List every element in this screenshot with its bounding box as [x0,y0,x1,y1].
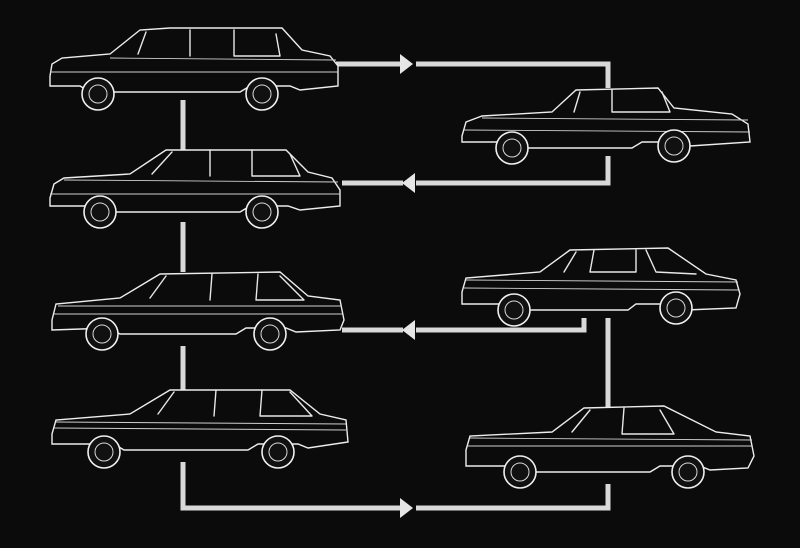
arrow-left-icon [402,320,415,340]
connector-sedan4-coupe3 [180,462,611,511]
car-sedan-wedge [51,271,345,351]
connector-coupe1-sedan2 [342,156,611,186]
car-coupe-sec [465,405,755,489]
arrow-left-icon [402,173,415,193]
car-sedan-classic [49,149,341,229]
connectors [180,54,611,518]
car-coupe-fintail [461,87,751,165]
car-coupe-slc [461,247,741,327]
car-sedan-modern [51,389,349,469]
car-sedan-fintail [49,27,339,111]
connector-sedan1-coupe1 [336,61,611,88]
arrow-right-icon [400,54,413,74]
connector-coupe2-sedan3 [342,318,587,333]
arrow-right-icon [400,498,413,518]
